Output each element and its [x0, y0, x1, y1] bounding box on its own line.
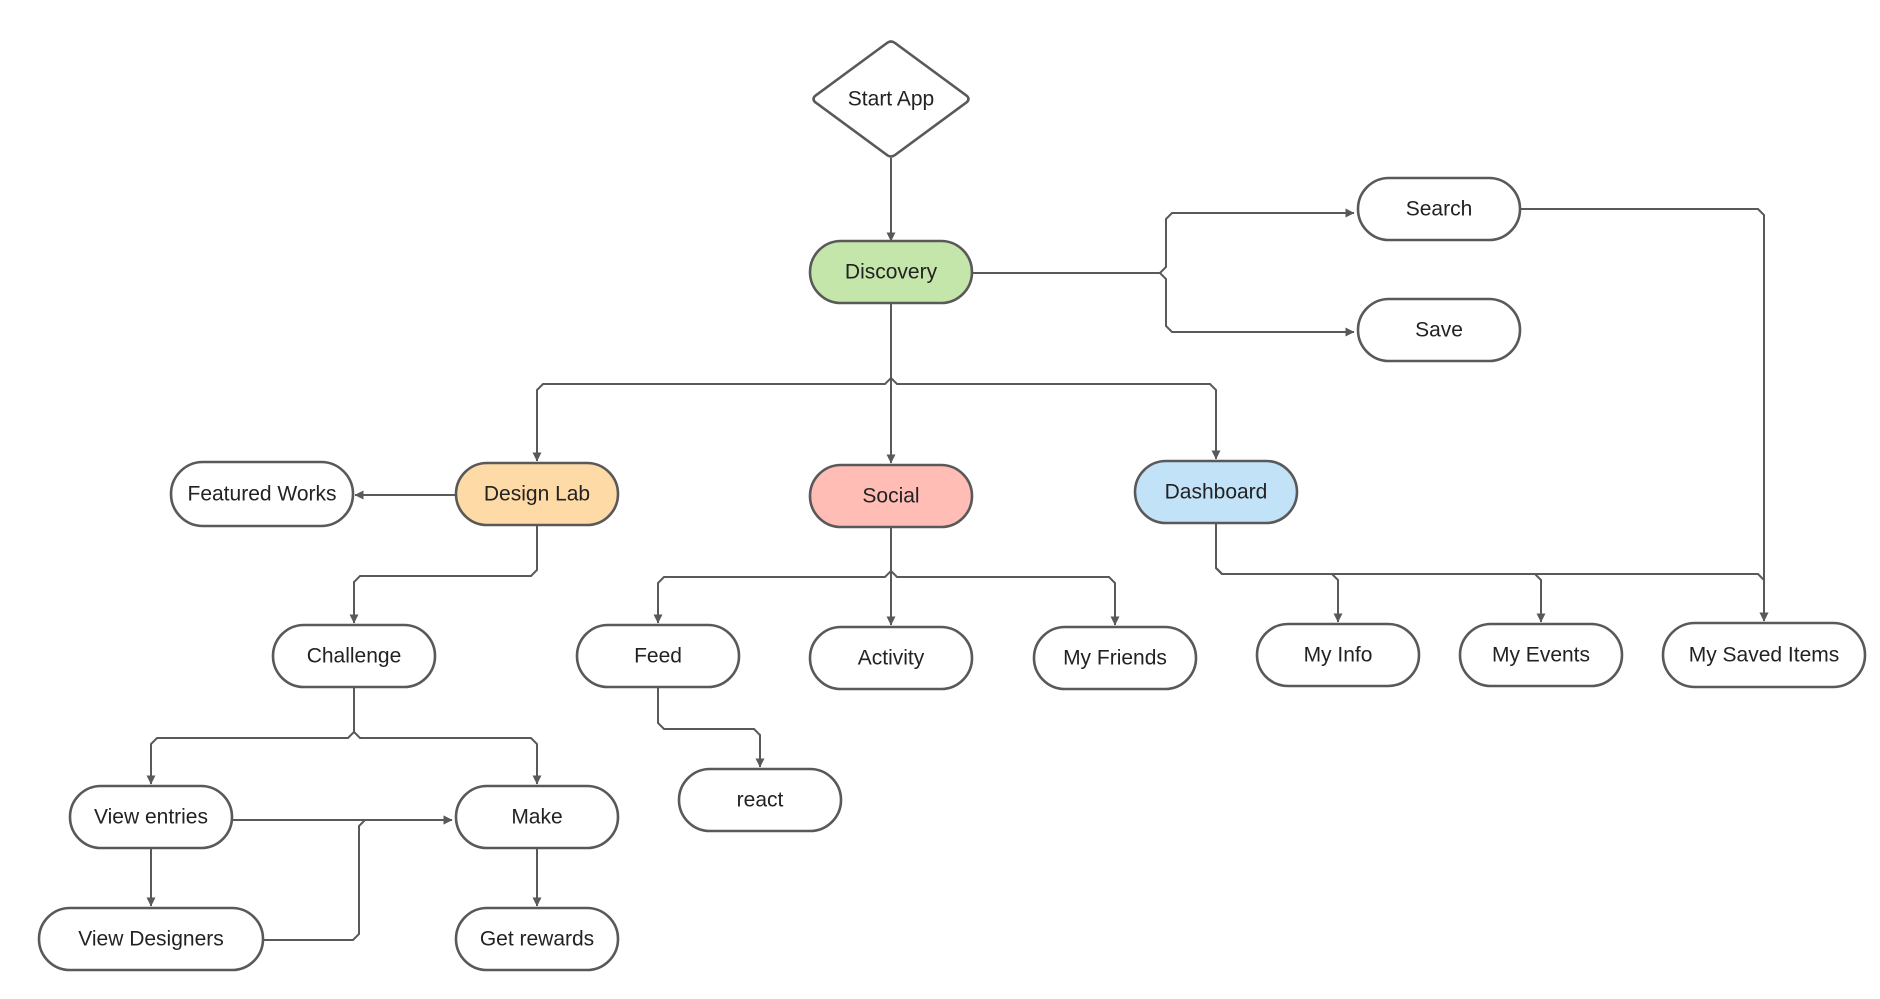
node-label: Design Lab: [484, 483, 590, 506]
edge-discovery-to-search: [972, 208, 1355, 274]
node-activity[interactable]: Activity: [808, 625, 974, 691]
node-view-designers[interactable]: View Designers: [37, 906, 265, 972]
edge-dashboard-to-my-events: [1215, 523, 1546, 623]
node-featured-works[interactable]: Featured Works: [169, 460, 355, 528]
edge-dashboard-to-my-info: [1215, 523, 1343, 623]
node-label: Get rewards: [480, 928, 594, 951]
terminal-pill: [1356, 176, 1522, 242]
node-label: Feed: [634, 645, 682, 668]
node-label: react: [737, 789, 784, 812]
node-label: Dashboard: [1165, 481, 1268, 504]
node-label: Challenge: [307, 645, 402, 668]
terminal-pill: [37, 906, 265, 972]
edge-search-to-my-saved-items: [1520, 208, 1769, 622]
edge-design-lab-to-challenge: [349, 525, 538, 624]
node-feed[interactable]: Feed: [575, 623, 741, 689]
terminal-pill: [808, 625, 974, 691]
node-my-events[interactable]: My Events: [1458, 622, 1624, 688]
edge-dashboard-to-my-saved-items: [1215, 523, 1769, 622]
edge-discovery-to-design-lab: [532, 303, 892, 462]
node-react[interactable]: react: [677, 767, 843, 833]
node-save[interactable]: Save: [1356, 297, 1522, 363]
node-my-info[interactable]: My Info: [1255, 622, 1421, 688]
edge-social-to-my-friends: [890, 527, 1120, 626]
node-challenge[interactable]: Challenge: [271, 623, 437, 689]
node-make[interactable]: Make: [454, 784, 620, 850]
node-label: Discovery: [845, 261, 938, 284]
node-start[interactable]: Start App: [812, 40, 970, 158]
edge-view-designers-to-make: [263, 815, 453, 941]
node-my-saved-items[interactable]: My Saved Items: [1661, 621, 1867, 689]
node-view-entries[interactable]: View entries: [68, 784, 234, 850]
edge-discovery-to-save: [972, 272, 1355, 337]
edge-discovery-to-dashboard: [890, 303, 1221, 460]
terminal-pill: [271, 623, 437, 689]
node-label: Start App: [848, 88, 934, 111]
decision-diamond: [812, 40, 970, 158]
node-label: Save: [1415, 319, 1463, 342]
node-dashboard[interactable]: Dashboard: [1133, 459, 1299, 525]
terminal-pill: [575, 623, 741, 689]
terminal-pill: [454, 784, 620, 850]
terminal-pill: [454, 461, 620, 527]
node-discovery[interactable]: Discovery: [808, 239, 974, 305]
terminal-pill: [1458, 622, 1624, 688]
node-label: View Designers: [78, 928, 224, 951]
node-label: Activity: [858, 647, 925, 670]
node-search[interactable]: Search: [1356, 176, 1522, 242]
terminal-pill: [808, 239, 974, 305]
node-label: My Events: [1492, 644, 1590, 667]
node-my-friends[interactable]: My Friends: [1032, 625, 1198, 691]
node-label: Featured Works: [188, 483, 337, 506]
edge-social-to-feed: [653, 527, 892, 624]
node-design-lab[interactable]: Design Lab: [454, 461, 620, 527]
terminal-pill: [677, 767, 843, 833]
node-social[interactable]: Social: [808, 463, 974, 529]
edge-feed-to-react: [657, 687, 765, 768]
terminal-pill: [1661, 621, 1867, 689]
node-label: Social: [862, 485, 919, 508]
terminal-pill: [1133, 459, 1299, 525]
node-label: My Friends: [1063, 647, 1167, 670]
terminal-pill: [1255, 622, 1421, 688]
node-label: Search: [1406, 198, 1473, 221]
terminal-pill: [454, 906, 620, 972]
terminal-pill: [68, 784, 234, 850]
node-label: My Saved Items: [1689, 644, 1840, 667]
node-get-rewards[interactable]: Get rewards: [454, 906, 620, 972]
edge-challenge-to-make: [353, 687, 542, 785]
terminal-pill: [169, 460, 355, 528]
edges-layer: [146, 158, 1769, 941]
node-label: My Info: [1304, 644, 1373, 667]
edge-challenge-to-view-entries: [146, 687, 355, 785]
terminal-pill: [808, 463, 974, 529]
terminal-pill: [1356, 297, 1522, 363]
node-label: Make: [511, 806, 562, 829]
terminal-pill: [1032, 625, 1198, 691]
node-label: View entries: [94, 806, 208, 829]
